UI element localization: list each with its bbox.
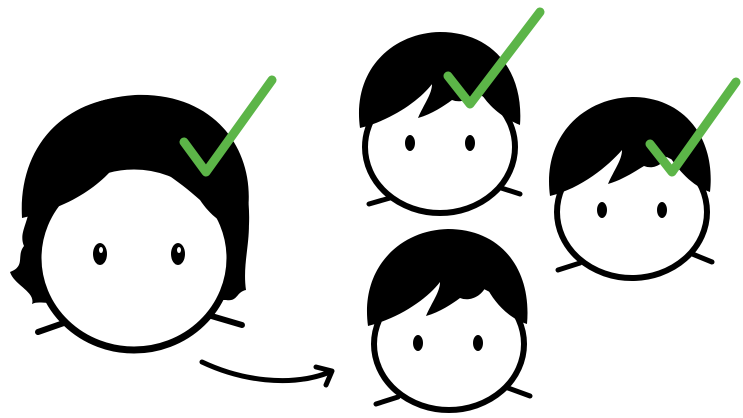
eye-right: [657, 202, 667, 218]
eye-right: [171, 243, 185, 265]
shoulder-line-right: [508, 388, 530, 396]
shoulder-line-right: [208, 315, 242, 325]
eye-left: [405, 135, 415, 151]
eye-left-highlight: [99, 247, 103, 253]
large-face-long-hair: [10, 80, 272, 350]
eye-left: [93, 243, 107, 265]
small-face-bottom: [367, 229, 530, 410]
eye-right-highlight: [177, 247, 181, 253]
small-face-top: [359, 12, 540, 213]
curved-arrow-icon: [202, 362, 332, 385]
eye-right: [465, 135, 475, 151]
small-face-right: [549, 82, 736, 278]
shoulder-line-left: [558, 263, 580, 270]
eye-left: [597, 202, 607, 218]
shoulder-line-left: [376, 397, 398, 404]
shoulder-line-left: [369, 198, 390, 204]
eye-left: [413, 335, 423, 351]
eye-right: [473, 335, 483, 351]
